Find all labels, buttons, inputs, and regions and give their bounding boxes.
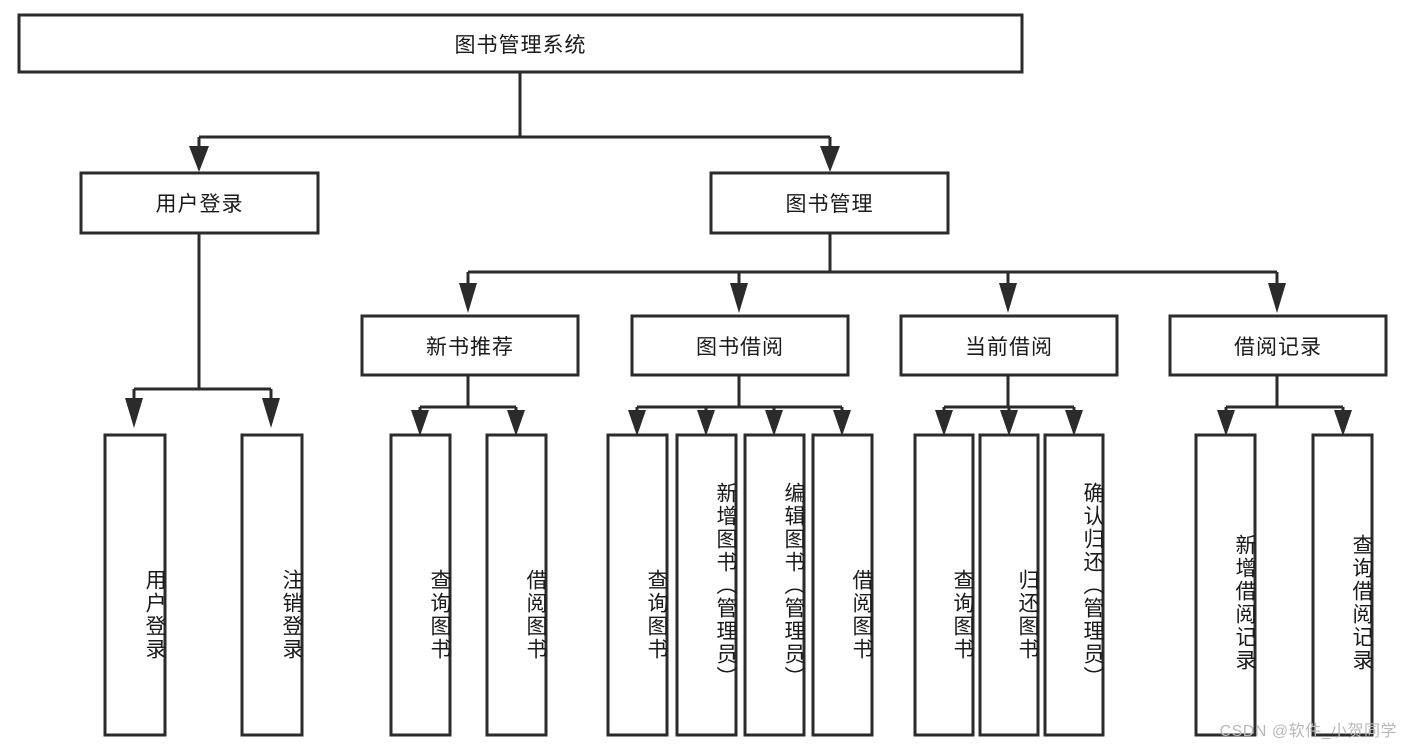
- arrowhead-new-book-rec: [459, 283, 477, 313]
- arrowhead-leaf-query-book-2: [628, 410, 646, 436]
- connector-group-root: [189, 72, 840, 172]
- node-leaf-return-book[interactable]: [978, 433, 1040, 737]
- arrowhead-leaf-return-book: [1000, 410, 1018, 436]
- arrowhead-leaf-borrow-book-2: [833, 410, 851, 436]
- arrowhead-borrow-record: [1268, 283, 1286, 313]
- arrowhead-user-login: [189, 146, 209, 172]
- node-new-book-rec[interactable]: [360, 314, 580, 377]
- connector-group-new-book-rec: [411, 375, 525, 436]
- node-user-login[interactable]: [79, 171, 320, 235]
- node-leaf-add-record[interactable]: [1194, 433, 1257, 737]
- arrowhead-leaf-add-record: [1217, 410, 1235, 436]
- connector-group-book-manage: [459, 233, 1286, 313]
- node-current-borrow[interactable]: [899, 314, 1119, 377]
- connector-group-user-login: [125, 233, 280, 428]
- arrowhead-book-borrow: [730, 283, 748, 313]
- arrowhead-current-borrow: [999, 283, 1017, 313]
- arrowhead-leaf-confirm-return: [1065, 410, 1083, 436]
- node-borrow-record[interactable]: [1168, 314, 1388, 377]
- node-leaf-query-book-3[interactable]: [913, 433, 975, 737]
- connector-group-borrow-record: [1217, 375, 1352, 436]
- node-leaf-add-book[interactable]: [675, 433, 738, 737]
- connector-group-book-borrow: [628, 375, 851, 436]
- node-leaf-borrow-book-1[interactable]: [485, 433, 548, 737]
- node-leaf-edit-book[interactable]: [743, 433, 806, 737]
- node-leaf-query-book-1[interactable]: [389, 433, 452, 737]
- node-leaf-confirm-return[interactable]: [1043, 433, 1105, 737]
- node-root[interactable]: [17, 13, 1024, 74]
- arrowhead-leaf-user-login: [125, 398, 143, 428]
- arrowhead-leaf-query-book-1: [411, 410, 429, 436]
- arrowhead-leaf-query-record: [1334, 410, 1352, 436]
- arrowhead-leaf-logout: [262, 398, 280, 428]
- node-book-manage[interactable]: [709, 171, 950, 235]
- node-leaf-logout[interactable]: [240, 433, 304, 737]
- arrowhead-leaf-add-book: [697, 410, 715, 436]
- arrowhead-leaf-edit-book: [765, 410, 783, 436]
- connector-group-current-borrow: [935, 375, 1083, 436]
- arrowhead-leaf-borrow-book-1: [507, 410, 525, 436]
- node-leaf-query-book-2[interactable]: [606, 433, 669, 737]
- node-leaf-query-record[interactable]: [1311, 433, 1374, 737]
- node-leaf-borrow-book-2[interactable]: [811, 433, 874, 737]
- arrowhead-leaf-query-book-3: [935, 410, 953, 436]
- node-leaf-user-login[interactable]: [103, 433, 167, 737]
- arrowhead-book-manage: [820, 146, 840, 172]
- node-book-borrow[interactable]: [630, 314, 850, 377]
